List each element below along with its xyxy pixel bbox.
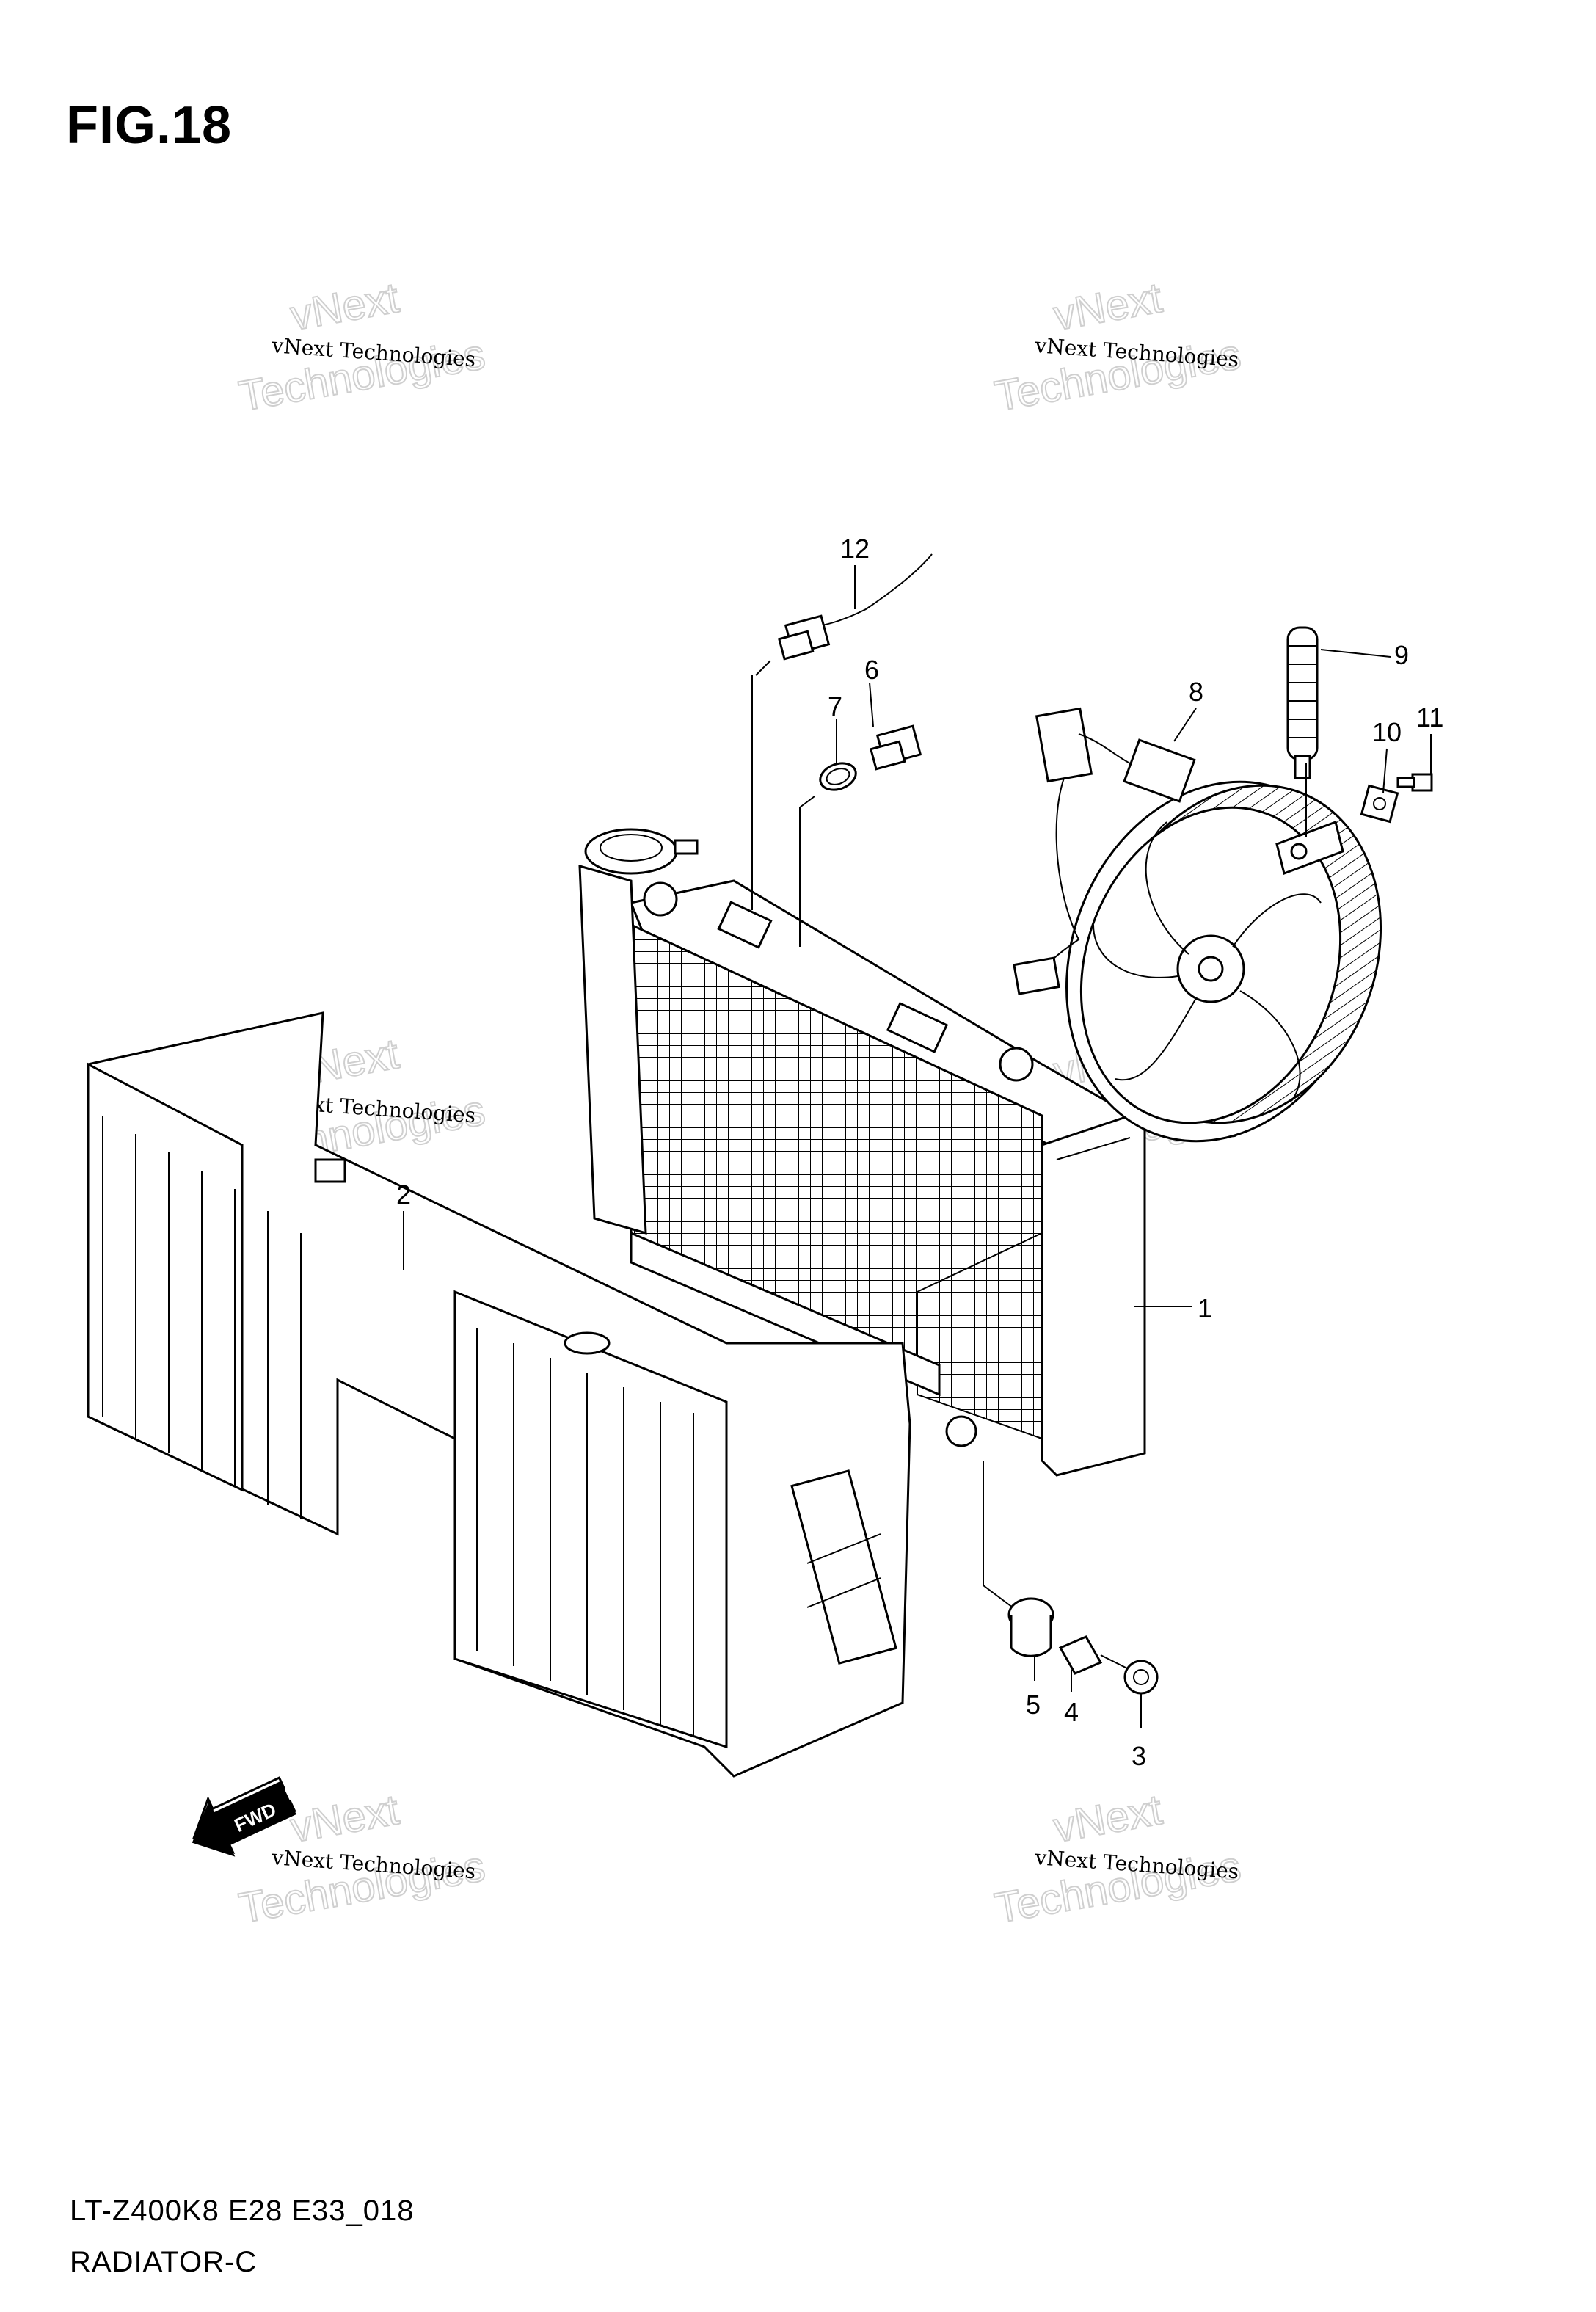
svg-text:vNext: vNext: [1050, 274, 1165, 340]
figure-title: FIG.18: [66, 96, 233, 155]
part-label-12: 12: [840, 534, 870, 564]
part-label-4: 4: [1064, 1697, 1079, 1727]
radiator-shroud: [87, 1011, 911, 1778]
svg-text:vNext: vNext: [287, 274, 402, 340]
clip-part-10: [1360, 784, 1399, 824]
collar-part-4: [1058, 1635, 1103, 1675]
watermark-top-left: vNext Technologies vNext Technologies: [235, 273, 489, 421]
watermark-bottom-right: vNext Technologies vNext Technologies: [991, 1785, 1245, 1933]
o-ring-part-7: [819, 762, 857, 791]
bolt-part-11: [1396, 773, 1433, 792]
leader-lines: [403, 565, 1432, 1728]
part-label-1: 1: [1198, 1293, 1212, 1323]
grommet-part-5: [1007, 1597, 1054, 1657]
part-label-11: 11: [1416, 702, 1443, 733]
part-label-9: 9: [1394, 640, 1409, 670]
part-label-7: 7: [828, 691, 842, 721]
cooling-fan: [1013, 707, 1382, 1143]
svg-text:vNext: vNext: [1050, 1786, 1165, 1852]
thermo-switch-part-12: [777, 553, 933, 661]
watermark-top-right: vNext Technologies vNext Technologies: [991, 273, 1245, 421]
part-labels: 1 2 3 4 5 6 7 8 9 10 11 12: [396, 534, 1443, 1771]
switch-part-6: [869, 724, 922, 771]
part-label-6: 6: [864, 655, 879, 685]
svg-text:vNext: vNext: [287, 1786, 402, 1852]
bolt-part-3: [1100, 1654, 1159, 1695]
part-label-10: 10: [1372, 717, 1402, 747]
part-label-5: 5: [1026, 1690, 1041, 1720]
part-label-8: 8: [1189, 677, 1203, 707]
model-code: LT-Z400K8 E28 E33_018: [70, 2195, 415, 2227]
part-label-2: 2: [396, 1179, 411, 1210]
hose-part-9: [1286, 626, 1319, 779]
part-label-3: 3: [1132, 1741, 1146, 1771]
section-name: RADIATOR-C: [70, 2246, 258, 2278]
assembly-lines: [751, 660, 1307, 1608]
fwd-arrow-icon: FWD: [192, 1776, 296, 1857]
